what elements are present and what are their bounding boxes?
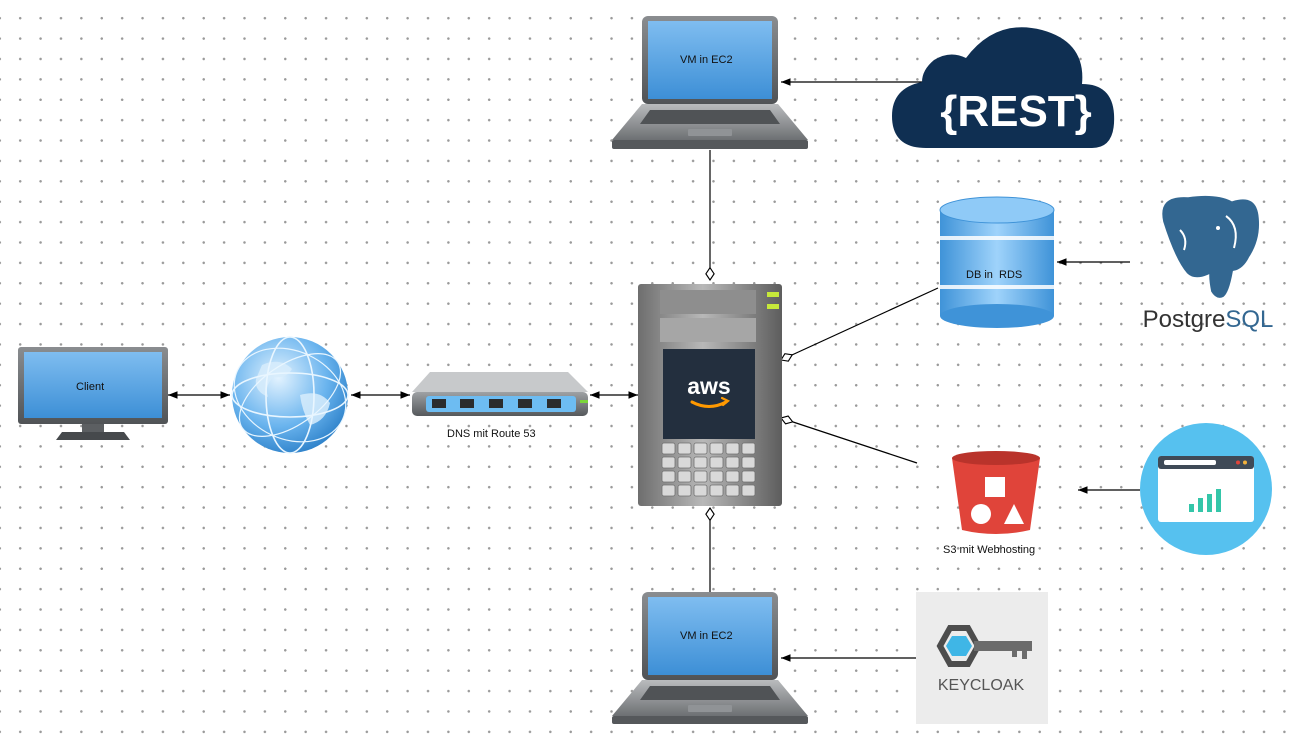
server-key: [741, 456, 756, 469]
server-key: [693, 484, 708, 497]
aws-server-icon[interactable]: aws: [638, 284, 782, 506]
server-key: [709, 470, 724, 483]
vm-top-laptop-icon[interactable]: [612, 16, 808, 149]
postgres-suffix: SQL: [1225, 306, 1273, 333]
edge-db-server: [780, 287, 939, 362]
server-key: [693, 456, 708, 469]
postgresql-logo-text: PostgreSQL: [1143, 306, 1274, 333]
server-key: [661, 456, 676, 469]
server-key: [677, 456, 692, 469]
connectors: [168, 78, 1140, 662]
server-key: [741, 442, 756, 455]
internet-globe-icon[interactable]: [219, 331, 361, 460]
s3-bucket-icon[interactable]: [952, 451, 1040, 534]
server-key: [725, 442, 740, 455]
postgres-prefix: Postgre: [1143, 306, 1226, 333]
server-key: [661, 442, 676, 455]
server-key: [741, 470, 756, 483]
postgresql-elephant-logo[interactable]: PostgreSQL: [1143, 193, 1274, 333]
server-key: [709, 456, 724, 469]
client-monitor-icon[interactable]: [18, 347, 168, 440]
server-key: [693, 470, 708, 483]
client-label: Client: [76, 381, 105, 393]
server-key: [709, 442, 724, 455]
server-key: [661, 484, 676, 497]
vm-bottom-label: VM in EC2: [680, 630, 733, 642]
server-key: [677, 470, 692, 483]
vm-bottom-laptop-icon[interactable]: [612, 592, 808, 724]
db-label: DB in RDS: [966, 269, 1023, 281]
server-key: [725, 484, 740, 497]
server-key: [725, 470, 740, 483]
dns-router-icon[interactable]: [412, 372, 588, 416]
rest-logo-text: {REST}: [940, 87, 1092, 136]
dns-label: DNS mit Route 53: [447, 428, 536, 440]
website-analytics-icon[interactable]: [1140, 423, 1272, 555]
server-key: [677, 442, 692, 455]
keycloak-logo[interactable]: KEYCLOAK: [916, 592, 1048, 724]
s3-label: S3 mit Webhosting: [943, 544, 1036, 556]
keycloak-logo-text: KEYCLOAK: [938, 677, 1025, 694]
rest-api-cloud-logo[interactable]: {REST}: [892, 27, 1115, 148]
server-key: [677, 484, 692, 497]
rds-database-icon[interactable]: [939, 196, 1055, 328]
server-key: [693, 442, 708, 455]
server-key: [661, 470, 676, 483]
aws-logo-text: aws: [687, 373, 730, 399]
server-key: [741, 484, 756, 497]
server-key: [725, 456, 740, 469]
vm-top-label: VM in EC2: [680, 54, 733, 66]
edge-s3-server: [780, 415, 918, 464]
server-key: [709, 484, 724, 497]
